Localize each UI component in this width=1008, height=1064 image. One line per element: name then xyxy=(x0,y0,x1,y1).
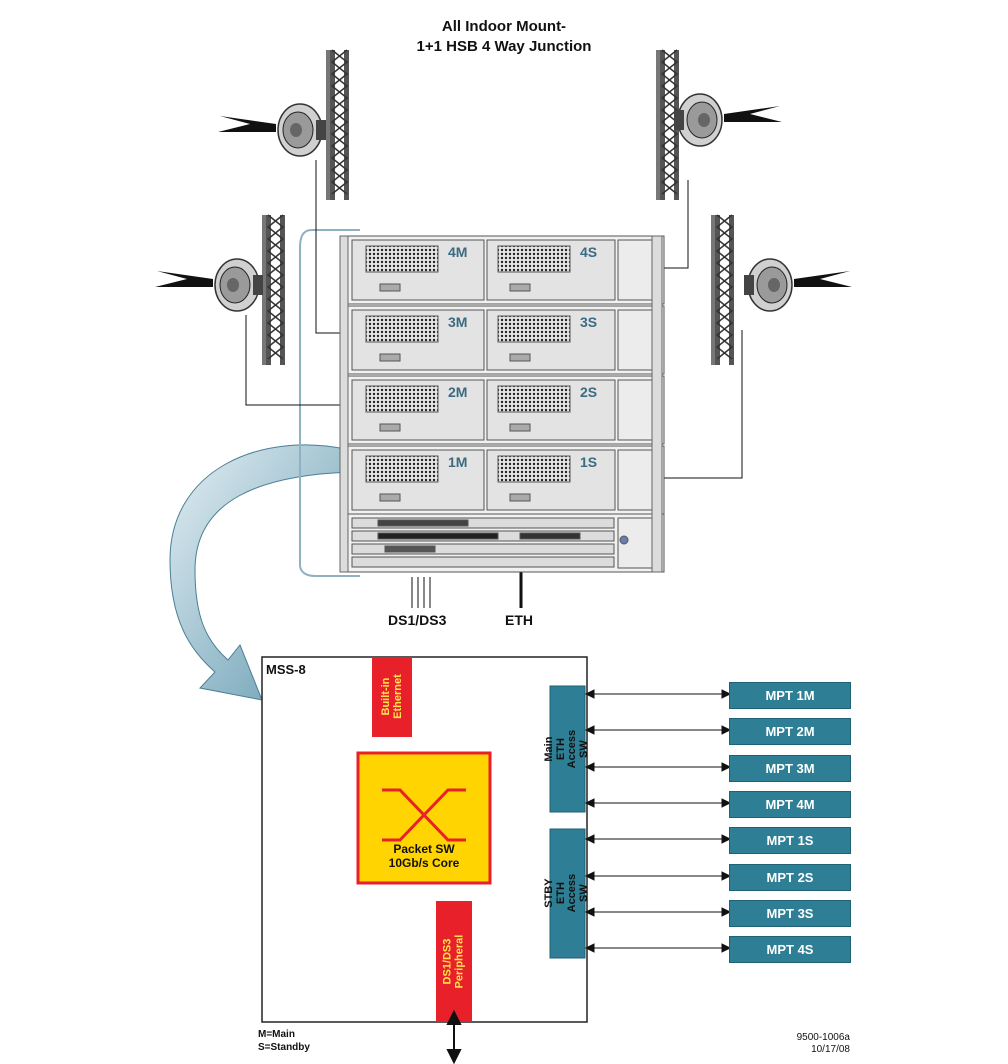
ds1-ds3-peripheral-block: DS1/DS3 Peripheral xyxy=(436,901,472,1022)
mpt-2m-box: MPT 2M xyxy=(729,718,851,745)
stby-eth-access-switch: STBY ETH Access SW xyxy=(550,829,585,958)
document-date: 10/17/08 xyxy=(780,1044,850,1055)
builtin-ethernet-block: Built-in Ethernet xyxy=(372,657,412,737)
radio-label-3m: 3M xyxy=(448,314,467,330)
mpt-3s-box: MPT 3S xyxy=(729,900,851,927)
radio-label-4s: 4S xyxy=(580,244,597,260)
mpt-2s-box: MPT 2S xyxy=(729,864,851,891)
packet-sw-core-label: 10Gb/s Core xyxy=(358,856,490,870)
packet-sw-label: Packet SW xyxy=(358,842,490,856)
radio-label-3s: 3S xyxy=(580,314,597,330)
builtin-ethernet-label: Built-in Ethernet xyxy=(380,675,403,720)
legend-standby: S=Standby xyxy=(258,1042,310,1053)
radio-label-1m: 1M xyxy=(448,454,467,470)
ds1-ds3-peripheral-label: DS1/DS3 Peripheral xyxy=(442,935,465,989)
stby-eth-access-switch-label: STBY ETH Access SW xyxy=(544,874,590,913)
mpt-1m-box: MPT 1M xyxy=(729,682,851,709)
main-eth-access-switch: Main ETH Access SW xyxy=(550,686,585,812)
mpt-3m-box: MPT 3M xyxy=(729,755,851,782)
diagram-title-line-2: 1+1 HSB 4 Way Junction xyxy=(0,38,1008,55)
mpt-1s-box: MPT 1S xyxy=(729,827,851,854)
radio-label-1s: 1S xyxy=(580,454,597,470)
main-eth-access-switch-label: Main ETH Access SW xyxy=(544,730,590,769)
ds1-ds3-interface-label: DS1/DS3 xyxy=(388,612,446,628)
eth-interface-label: ETH xyxy=(505,612,533,628)
legend-main: M=Main xyxy=(258,1029,295,1040)
mpt-4m-box: MPT 4M xyxy=(729,791,851,818)
mss-8-label: MSS-8 xyxy=(266,662,306,677)
radio-label-2m: 2M xyxy=(448,384,467,400)
radio-label-2s: 2S xyxy=(580,384,597,400)
radio-label-4m: 4M xyxy=(448,244,467,260)
diagram-title-line-1: All Indoor Mount- xyxy=(0,18,1008,35)
document-code: 9500-1006a xyxy=(780,1032,850,1043)
mpt-4s-box: MPT 4S xyxy=(729,936,851,963)
